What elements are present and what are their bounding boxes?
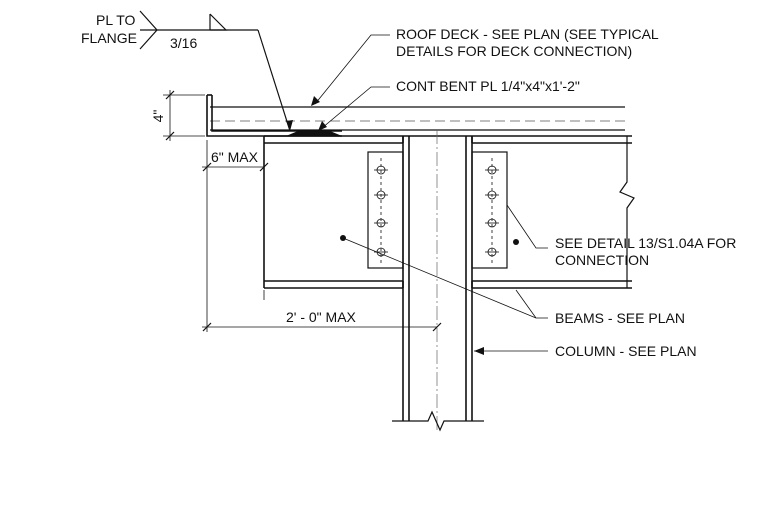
- beams-note: BEAMS - SEE PLAN: [555, 310, 685, 326]
- leader-roof-deck: [311, 34, 390, 106]
- column: [392, 130, 484, 432]
- weld-bead: [286, 131, 342, 136]
- span-label: 2' - 0" MAX: [286, 309, 357, 325]
- roof-deck-note-line1: ROOF DECK - SEE PLAN (SEE TYPICAL: [396, 26, 659, 42]
- leader-beams: [342, 237, 548, 319]
- weld-symbol: PL TO FLANGE 3/16: [81, 10, 293, 132]
- leader-connection: [506, 204, 548, 249]
- bent-plate-note: CONT BENT PL 1/4"x4"x1'-2": [396, 78, 580, 94]
- leader-bent-plate: [318, 86, 390, 131]
- connection-note-line1: SEE DETAIL 13/S1.04A FOR: [555, 235, 736, 251]
- dimension-plate-height: 4": [150, 90, 205, 141]
- shear-tab-right: [471, 151, 508, 269]
- dimension-overhang: 6" MAX: [202, 140, 269, 332]
- overhang-label: 6" MAX: [211, 149, 259, 165]
- connection-note-line2: CONNECTION: [555, 252, 649, 268]
- weld-label-line1: PL TO: [96, 12, 136, 28]
- roof-deck: [210, 106, 625, 131]
- dimension-span: 2' - 0" MAX: [202, 309, 442, 332]
- plate-height-label: 4": [150, 110, 166, 123]
- column-note: COLUMN - SEE PLAN: [555, 343, 697, 359]
- leader-column: [474, 347, 548, 355]
- weld-size: 3/16: [170, 35, 197, 51]
- weld-label-line2: FLANGE: [81, 30, 137, 46]
- roof-deck-note-line2: DETAILS FOR DECK CONNECTION): [396, 43, 632, 59]
- left-beam: [263, 135, 404, 289]
